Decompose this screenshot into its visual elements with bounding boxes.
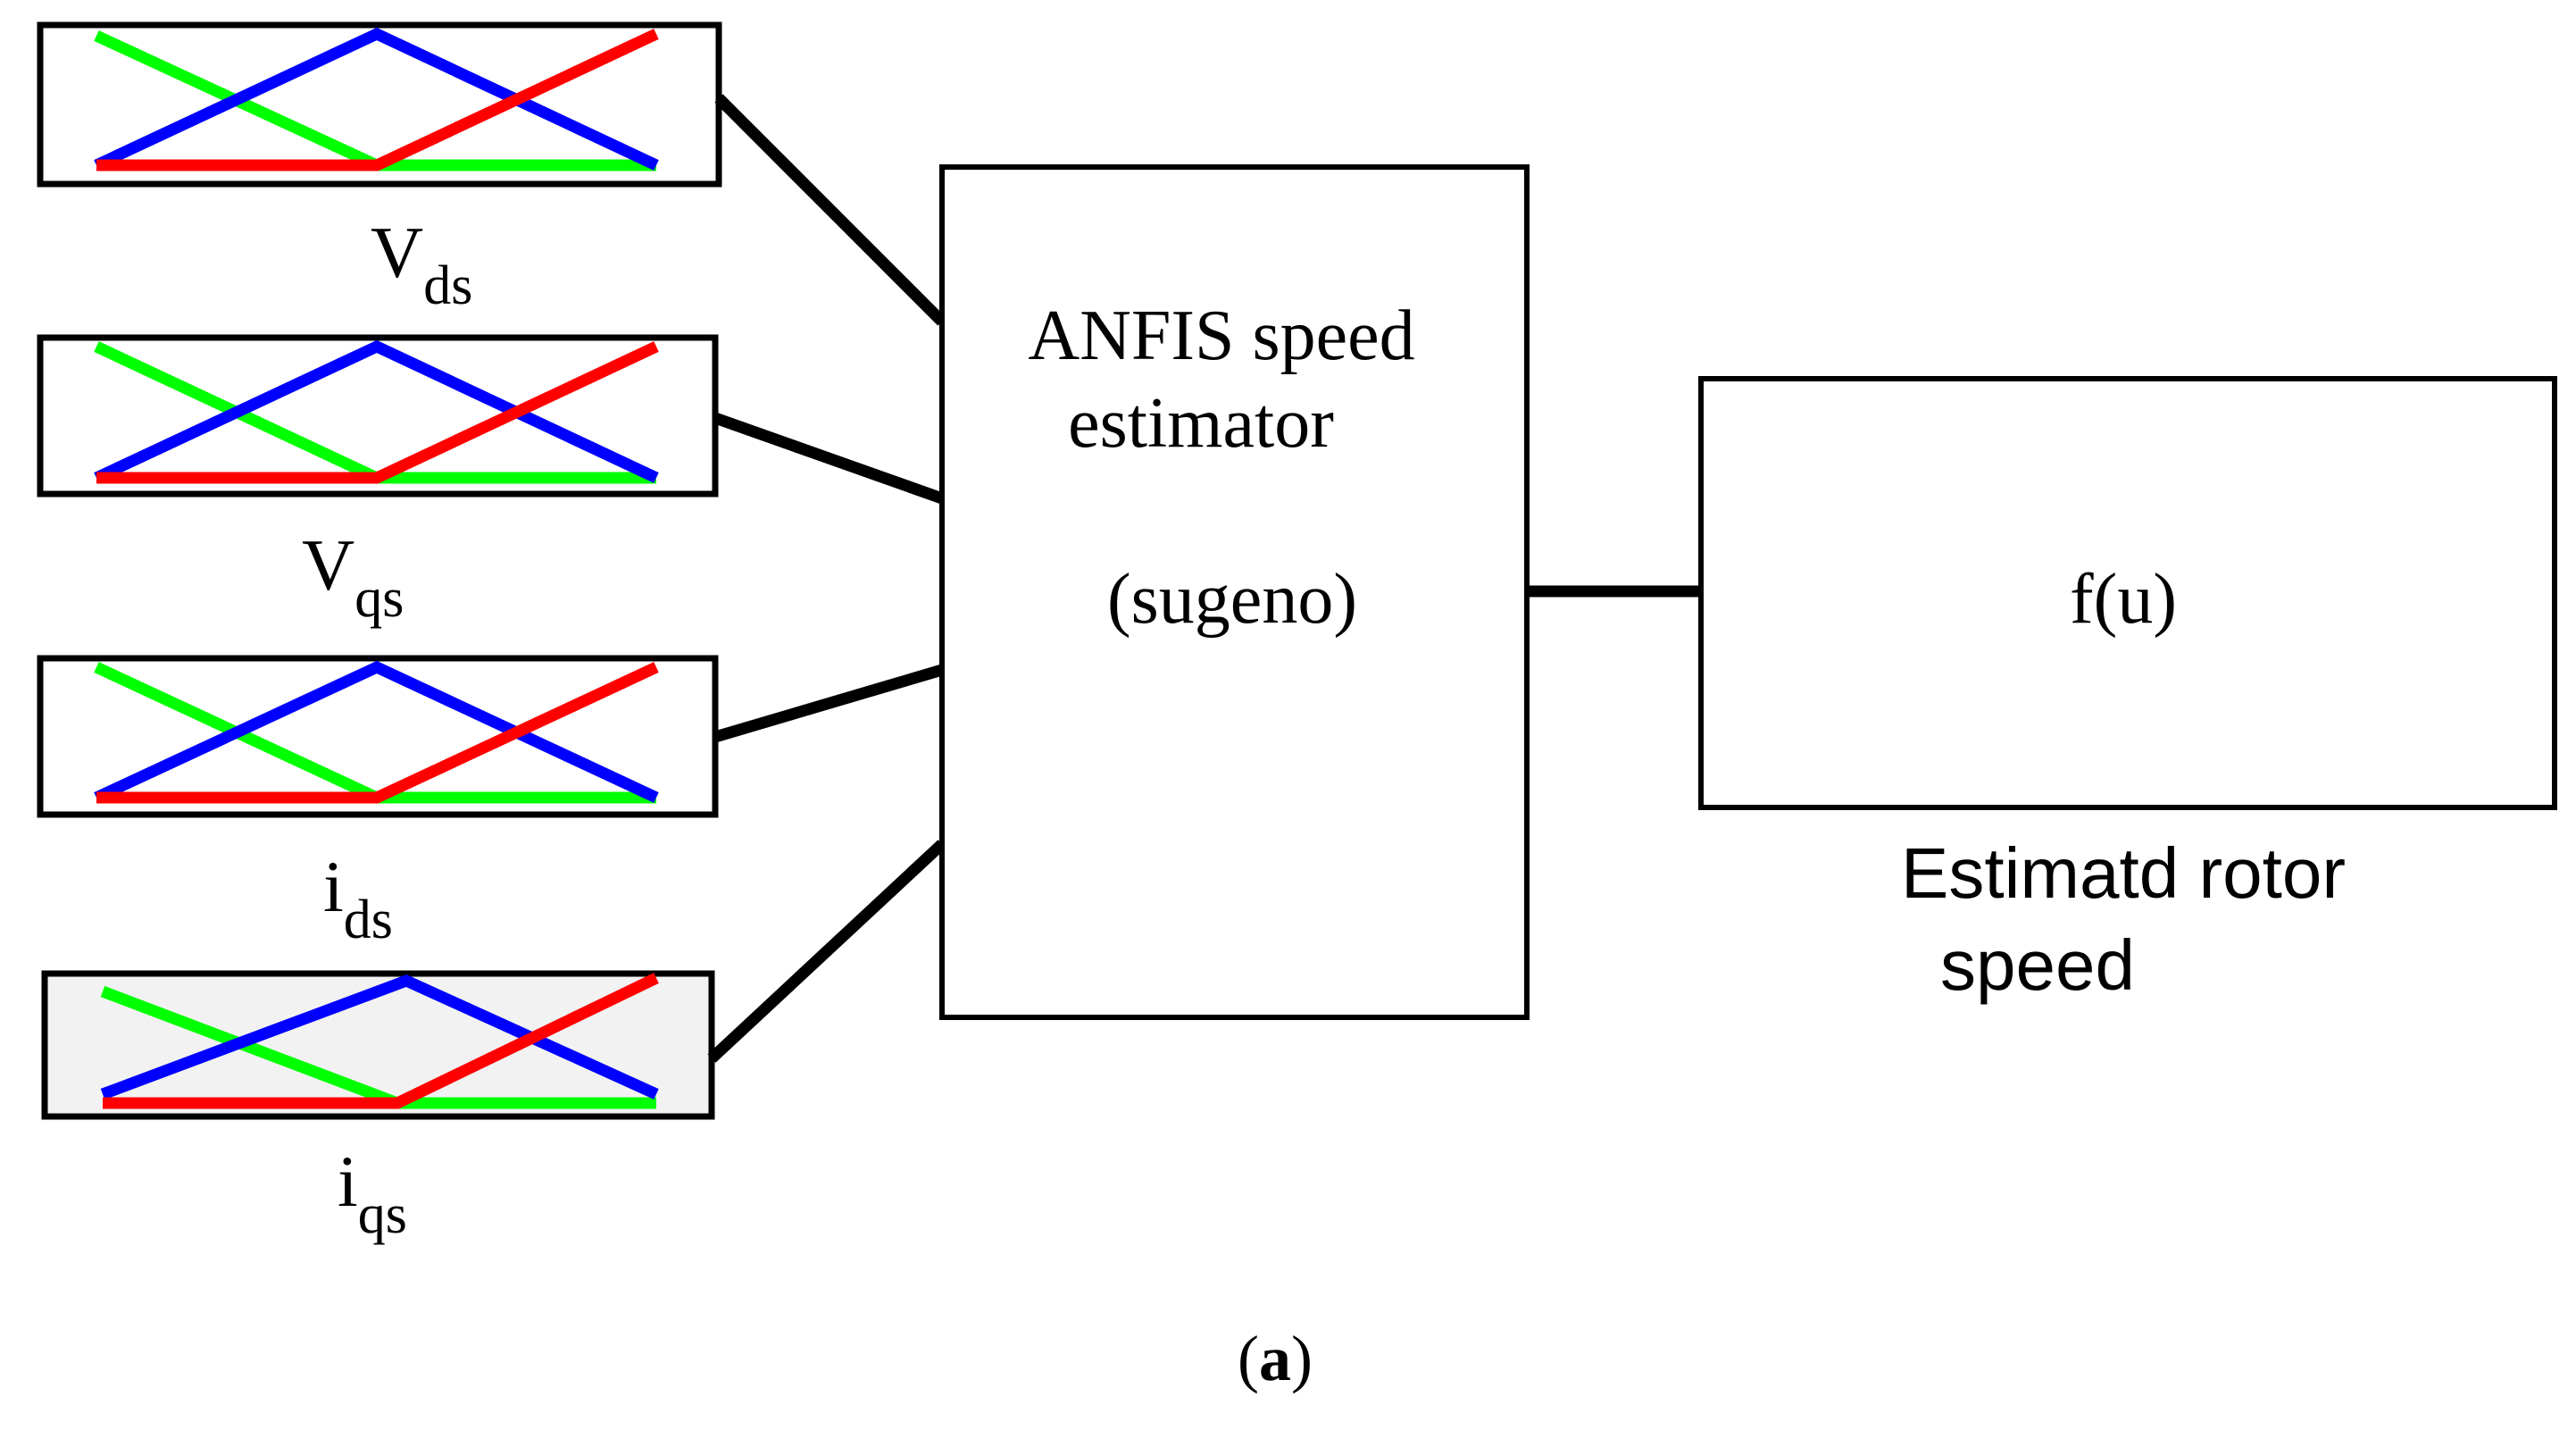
panel-label: (a)	[1238, 1323, 1313, 1394]
connector-iqs	[707, 840, 946, 1063]
input-vds: Vds	[37, 21, 722, 316]
anfis-title-line2: estimator	[1068, 384, 1334, 463]
mf-mid-line	[94, 339, 659, 483]
mf-high-line	[96, 341, 659, 484]
input-vqs-label: Vqs	[302, 524, 404, 629]
anfis-title-line1: ANFIS speed	[1028, 297, 1414, 375]
mf-mid-line	[94, 660, 659, 803]
input-ids: ids	[37, 655, 719, 950]
input-vds-label: Vds	[371, 212, 472, 316]
output-caption-line2: speed	[1940, 925, 2135, 1005]
output-box	[1698, 376, 2557, 810]
connector-vqs	[713, 412, 945, 505]
anfis-type: (sugeno)	[1107, 560, 1357, 639]
output-caption-line1: Estimatd rotor	[1901, 833, 2346, 913]
mf-high-line	[96, 29, 659, 171]
input-vqs-box	[37, 334, 719, 498]
input-ids-label: ids	[323, 846, 393, 950]
mf-mid-line	[100, 974, 659, 1100]
mf-high-line	[96, 662, 659, 804]
input-iqs-label: iqs	[338, 1141, 407, 1245]
input-vqs: Vqs	[37, 334, 719, 629]
output-block: f(u) Estimatd rotor speed	[1698, 376, 2557, 1005]
connector-ids	[713, 664, 944, 743]
anfis-block: ANFIS speed estimator (sugeno)	[939, 164, 1530, 1020]
connector-vds	[714, 94, 946, 326]
mf-high-line	[103, 973, 659, 1109]
anfis-box	[939, 164, 1530, 1020]
mf-mid-line	[94, 27, 659, 171]
output-label: f(u)	[2070, 560, 2177, 639]
input-iqs: iqs	[41, 970, 715, 1245]
